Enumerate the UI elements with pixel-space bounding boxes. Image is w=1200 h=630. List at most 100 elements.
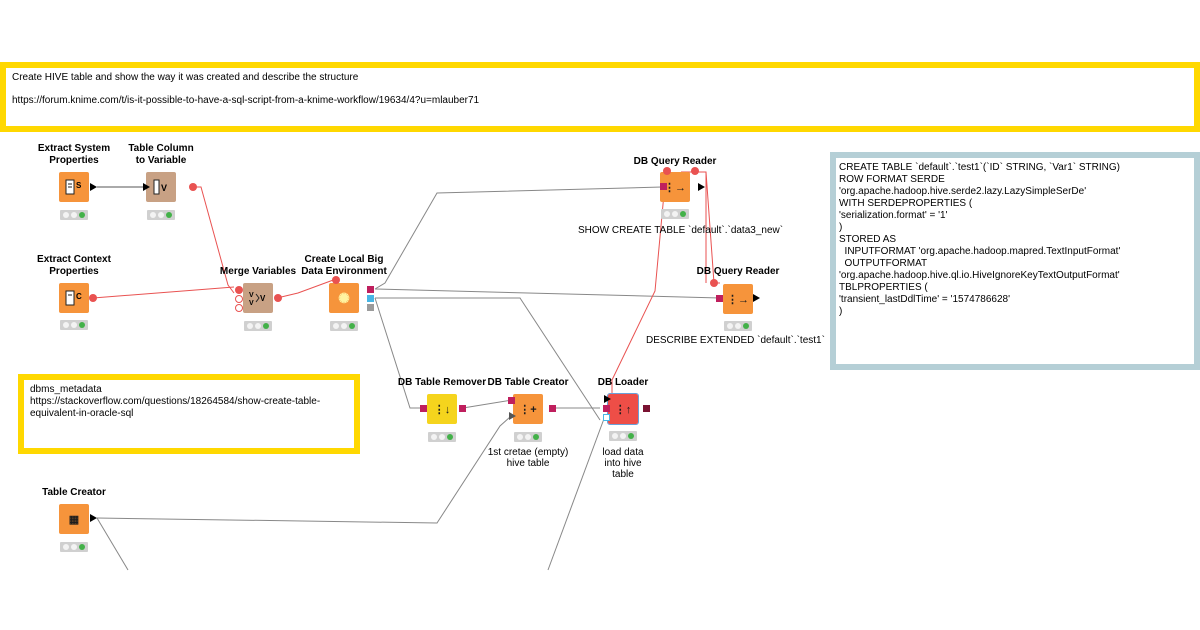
svg-text:S: S bbox=[76, 181, 82, 190]
sql-line: 'transient_lastDdlTime' = '1574786628' bbox=[839, 294, 1010, 305]
output-port[interactable] bbox=[753, 294, 760, 302]
output-port[interactable] bbox=[90, 183, 97, 191]
flow-variable-output-port[interactable] bbox=[274, 294, 282, 302]
annotation-link[interactable]: https://stackoverflow.com/questions/1826… bbox=[30, 396, 321, 407]
svg-text:V: V bbox=[161, 183, 167, 193]
sql-line: WITH SERDEPROPERTIES ( bbox=[839, 198, 973, 209]
flow-variable-port[interactable] bbox=[332, 276, 340, 284]
context-props-icon[interactable]: C bbox=[59, 283, 89, 313]
connection-bigdata-to-reader1[interactable] bbox=[374, 186, 663, 290]
db-session-input-port[interactable] bbox=[508, 397, 515, 404]
node-db-query-reader-1[interactable]: DB Query Reader ⋮→ bbox=[625, 156, 725, 226]
sql-line: STORED AS bbox=[839, 234, 897, 245]
annotation-link[interactable]: https://forum.knime.com/t/is-it-possible… bbox=[12, 95, 480, 106]
svg-text:C: C bbox=[76, 292, 82, 301]
node-db-table-remover[interactable]: DB Table Remover ⋮↓ bbox=[392, 377, 492, 447]
output-port[interactable] bbox=[90, 514, 97, 522]
node-status-light bbox=[724, 321, 752, 331]
flow-variable-port[interactable] bbox=[710, 279, 718, 287]
db-session-input-port[interactable] bbox=[603, 405, 610, 412]
db-query-icon[interactable]: ⋮→ bbox=[723, 284, 753, 314]
table-grid-icon[interactable]: ▦ bbox=[59, 504, 89, 534]
optional-table-input-port[interactable] bbox=[509, 412, 516, 420]
db-session-output-port[interactable] bbox=[459, 405, 466, 412]
sql-line: TBLPROPERTIES ( bbox=[839, 282, 928, 293]
db-session-output-port[interactable] bbox=[367, 286, 374, 293]
node-status-light bbox=[60, 542, 88, 552]
node-db-table-creator[interactable]: DB Table Creator ⋮+ 1st cretae (empty)hi… bbox=[478, 377, 578, 472]
sql-line: 'org.apache.hadoop.hive.ql.io.HiveIgnore… bbox=[839, 270, 1120, 281]
sql-line: 'org.apache.hadoop.hive.serde2.lazy.Lazy… bbox=[839, 186, 1087, 197]
flow-variable-port[interactable] bbox=[189, 183, 197, 191]
node-title: DB Query Reader bbox=[696, 266, 780, 277]
svg-text:V: V bbox=[260, 294, 266, 303]
connection-bigdata-to-reader2[interactable] bbox=[374, 288, 721, 299]
input-port[interactable] bbox=[143, 183, 150, 191]
table-input-port[interactable] bbox=[604, 395, 611, 403]
spark-output-port[interactable] bbox=[367, 304, 374, 311]
sql-line: CREATE TABLE `default`.`test1`(`ID` STRI… bbox=[839, 162, 1120, 173]
sql-line: ) bbox=[839, 306, 843, 317]
db-session-input-port[interactable] bbox=[716, 295, 723, 302]
node-status-light bbox=[428, 432, 456, 442]
annotation-dbms-metadata[interactable]: dbms_metadata https://stackoverflow.com/… bbox=[18, 374, 360, 454]
node-comment: 1st cretae (empty)hive table bbox=[487, 447, 569, 469]
annotation-sql-output[interactable]: CREATE TABLE `default`.`test1`(`ID` STRI… bbox=[830, 152, 1200, 370]
flow-variable-port[interactable] bbox=[663, 167, 671, 175]
sql-line: INPUTFORMAT 'org.apache.hadoop.mapred.Te… bbox=[839, 246, 1121, 257]
sql-line: OUTPUTFORMAT bbox=[839, 258, 928, 269]
db-session-input-port[interactable] bbox=[420, 405, 427, 412]
annotation-title: Create HIVE table and show the way it wa… bbox=[12, 72, 359, 83]
node-title: DB Table Remover bbox=[397, 377, 487, 388]
sql-line: ) bbox=[839, 222, 843, 233]
node-status-light bbox=[147, 210, 175, 220]
hdfs-input-port[interactable] bbox=[603, 414, 610, 421]
flow-variable-input-port[interactable] bbox=[235, 295, 243, 303]
sql-line: 'serialization.format' = '1' bbox=[839, 210, 948, 221]
hdfs-output-port[interactable] bbox=[367, 295, 374, 302]
db-session-output-port[interactable] bbox=[643, 405, 650, 412]
flow-variable-input-port[interactable] bbox=[235, 286, 243, 294]
db-create-icon[interactable]: ⋮+ bbox=[513, 394, 543, 424]
node-table-creator[interactable]: Table Creator ▦ bbox=[24, 487, 124, 557]
node-status-light bbox=[60, 210, 88, 220]
node-title: Table Creator bbox=[42, 487, 106, 498]
node-status-light bbox=[514, 432, 542, 442]
sys-props-icon[interactable]: S bbox=[59, 172, 89, 202]
flow-variable-port[interactable] bbox=[89, 294, 97, 302]
node-title: DB Table Creator bbox=[487, 377, 569, 388]
node-status-light bbox=[60, 320, 88, 330]
output-port[interactable] bbox=[698, 183, 705, 191]
sql-line: ROW FORMAT SERDE bbox=[839, 174, 945, 185]
flow-variable-port[interactable] bbox=[691, 167, 699, 175]
db-loader-icon[interactable]: ⋮↑ bbox=[607, 393, 639, 425]
node-db-query-reader-2[interactable]: DB Query Reader ⋮→ bbox=[688, 266, 788, 336]
column-to-variable-icon[interactable]: V bbox=[146, 172, 176, 202]
node-title: DB Loader bbox=[597, 377, 649, 388]
annotation-workflow-description[interactable]: Create HIVE table and show the way it wa… bbox=[0, 62, 1200, 132]
node-comment: DESCRIBE EXTENDED `default`.`test1` bbox=[646, 335, 825, 346]
node-status-light bbox=[609, 431, 637, 441]
db-session-input-port[interactable] bbox=[660, 183, 667, 190]
node-title: DB Query Reader bbox=[633, 156, 717, 167]
db-remove-icon[interactable]: ⋮↓ bbox=[427, 394, 457, 424]
flow-variable-input-port[interactable] bbox=[235, 304, 243, 312]
node-comment: SHOW CREATE TABLE `default`.`data3_new` bbox=[578, 225, 784, 236]
big-data-env-icon[interactable]: ✺ bbox=[329, 283, 359, 313]
annotation-line: equivalent-in-oracle-sql bbox=[30, 408, 134, 419]
svg-text:V: V bbox=[249, 300, 254, 307]
svg-text:V: V bbox=[249, 292, 254, 299]
db-session-output-port[interactable] bbox=[549, 405, 556, 412]
